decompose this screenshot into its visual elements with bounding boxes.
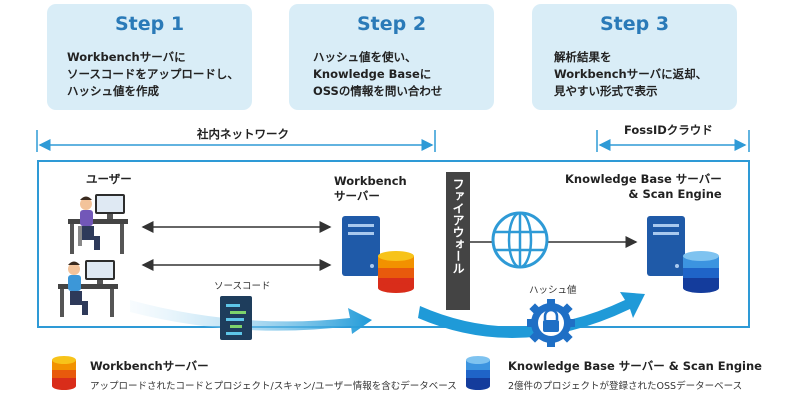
globe-icon [491,211,549,269]
step-3-title: Step 3 [599,13,670,35]
step-2-title: Step 2 [356,13,427,35]
legend-workbench-desc: アップロードされたコードとプロジェクト/スキャン/ユーザー情報を含むデータベース [90,381,457,392]
system-frame [37,160,750,328]
kb-server-label: Knowledge Base サーバー & Scan Engine [565,172,722,201]
firewall-icon: ファイアウォール [446,172,470,310]
step-3-desc: 解析結果を Workbenchサーバに返却、 見やすい形式で表示 [554,50,708,98]
legend-workbench-database-icon [52,356,76,390]
code-document-icon [220,296,252,340]
firewall-label: ファイアウォール [451,178,465,274]
internal-network-range-arrow [36,130,436,152]
kb-database-icon [683,251,719,293]
legend-kb-desc: 2億件のプロジェクトが登録されたOSSデーターベース [508,381,743,392]
step-2-box: Step 2 ハッシュ値を使い、 Knowledge Baseに OSSの情報を… [289,4,494,110]
lock-gear-icon [527,299,575,347]
user-label: ユーザー [86,172,132,186]
user-at-desk-icon [68,194,128,254]
step-1-desc: Workbenchサーバに ソースコードをアップロードし、 ハッシュ値を作成 [67,50,239,98]
workbench-server-icon [342,216,380,276]
hash-label: ハッシュ値 [529,285,577,296]
cloud-network-label: FossIDクラウド [624,123,713,137]
kb-server-icon [647,216,685,276]
query-flow-arrow [418,292,645,338]
workbench-server-label: Workbench サーバー [334,174,407,203]
legend-workbench-title: Workbenchサーバー [90,359,209,373]
step-1-title: Step 1 [114,13,185,35]
step-3-box: Step 3 解析結果を Workbenchサーバに返却、 見やすい形式で表示 [532,4,737,110]
legend-kb-database-icon [466,356,490,390]
user-at-desk-icon [58,260,118,317]
legend-kb-title: Knowledge Base サーバー & Scan Engine [508,359,762,373]
source-code-label: ソースコード [214,281,271,292]
internal-network-label: 社内ネットワーク [197,127,289,141]
step-1-box: Step 1 Workbenchサーバに ソースコードをアップロードし、 ハッシ… [47,4,252,110]
step-2-desc: ハッシュ値を使い、 Knowledge Baseに OSSの情報を問い合わせ [313,50,443,98]
cloud-network-range-arrow [596,130,750,152]
workbench-database-icon [378,251,414,293]
upload-flow-arrow [130,300,372,334]
